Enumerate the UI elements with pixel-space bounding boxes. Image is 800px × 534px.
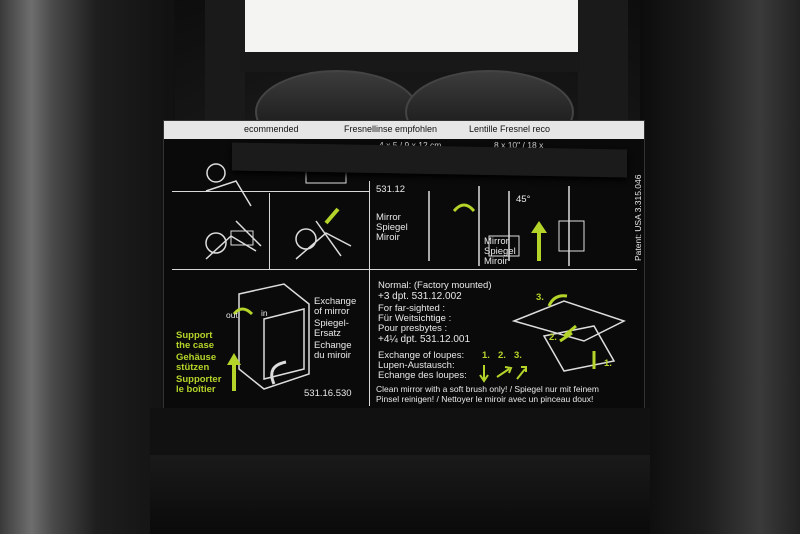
far-sighted-fr: Pour presbytes :: [378, 323, 448, 334]
mirror-label-fr: Miroir: [376, 232, 400, 243]
loupe-step-1: 1.: [482, 350, 490, 361]
exchange-loupes-de: Lupen-Austausch:: [378, 360, 455, 371]
exchange-mirror-6: du miroir: [314, 350, 351, 361]
far-sighted-de: Für Weitsichtige :: [378, 313, 452, 324]
support-case-6: le boîtier: [176, 384, 216, 395]
hood-lower-panel: [150, 408, 650, 458]
mirror-label-right-de: Spiegel: [484, 246, 516, 257]
diagram-step-3: 3.: [536, 292, 544, 303]
mirror-part-number: 531.16.530: [304, 388, 352, 399]
support-case-4: stützen: [176, 362, 210, 373]
loupe-step-3: 3.: [514, 350, 522, 361]
mirror-exchange-illustration: [227, 283, 310, 391]
mirror-label-de: Spiegel: [376, 222, 408, 233]
support-case-5: Supporter: [176, 374, 222, 385]
loupe-4dpt: +4¼ dpt. 531.12.001: [378, 334, 471, 345]
angle-label: 45°: [516, 194, 531, 205]
exchange-mirror-1: Exchange: [314, 296, 357, 307]
label-header-strip: [164, 121, 644, 139]
header-col-2: Fresnellinse empfohlen: [344, 124, 438, 134]
mirror-diagram: [428, 186, 585, 266]
divider-left-top: [172, 191, 369, 192]
mirror-label-right-fr: Miroir: [484, 256, 508, 267]
exchange-mirror-4: Ersatz: [314, 328, 341, 339]
divider-left-mid: [269, 193, 270, 269]
divider-horizontal: [172, 269, 637, 270]
exchange-mirror-3: Spiegel-: [314, 318, 349, 329]
mirror-part-ref: 531.12: [376, 184, 406, 195]
diagram-step-1: 1.: [604, 358, 612, 369]
support-case-3: Gehäuse: [176, 352, 217, 363]
clean-mirror-note-2: Pinsel reinigen! / Nettoyer le miroir av…: [376, 394, 594, 404]
header-col-1: ecommended: [244, 124, 299, 134]
loupe-exchange-diagram: [511, 294, 626, 372]
loupe-mount-bar: [240, 52, 580, 72]
header-size-2: 8 x 10" / 18 x: [494, 140, 544, 150]
loupe-step-2: 2.: [498, 350, 506, 361]
divider-vertical: [369, 181, 370, 406]
exchange-mirror-2: of mirror: [314, 306, 350, 317]
diagram-step-2: 2.: [549, 332, 557, 343]
header-col-3: Lentille Fresnel reco: [469, 124, 551, 134]
support-case-1: Support: [176, 330, 213, 341]
far-sighted-en: For far-sighted :: [378, 303, 446, 314]
out-label: out: [226, 310, 238, 320]
support-case-2: the case: [176, 340, 215, 351]
in-label: in: [261, 308, 268, 318]
exchange-loupes-fr: Echange des loupes:: [378, 370, 467, 381]
patent-number: Patent: USA 3.315.046: [633, 174, 643, 261]
exchange-loupes-en: Exchange of loupes:: [378, 350, 465, 361]
viewing-window: [243, 0, 578, 52]
loupe-3dpt: +3 dpt. 531.12.002: [378, 291, 462, 302]
clean-mirror-note-1: Clean mirror with a soft brush only! / S…: [376, 384, 599, 394]
exchange-mirror-5: Echange: [314, 340, 352, 351]
loupe-step-arrows: [479, 365, 527, 383]
mirror-label-en: Mirror: [376, 212, 401, 223]
mirror-label-right-en: Mirror: [484, 236, 509, 247]
right-hood-wall: [640, 0, 800, 534]
hood-floor: [150, 455, 650, 534]
adjustment-illustrations: [205, 163, 352, 260]
loupe-normal: Normal: (Factory mounted): [378, 280, 492, 291]
left-hood-wall: [0, 0, 175, 534]
